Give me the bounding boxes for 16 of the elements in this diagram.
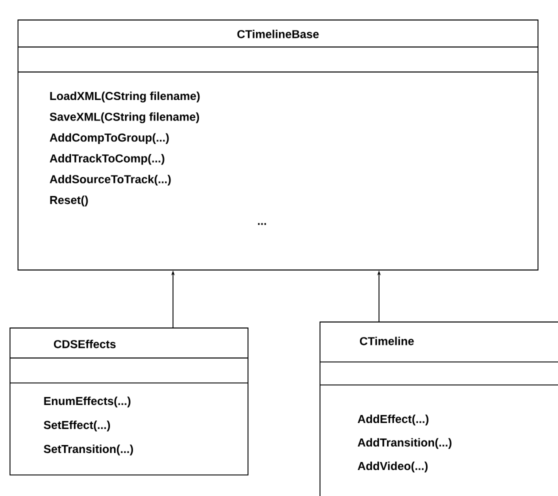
class-name: CTimeline [360,336,414,346]
ellipsis-text: ... [258,223,266,225]
method-text: AddCompToGroup(...) [50,133,169,144]
method-text: AddTrackToComp(...) [50,154,164,165]
class-name: CDSEffects [54,340,116,348]
method-text: AddEffect(...) [358,414,428,426]
method-text: SaveXML(CString filename) [50,112,200,124]
method-text: SetTransition(...) [44,444,133,456]
class-name: CTimelineBase [237,30,319,38]
method-text: AddTransition(...) [358,438,452,449]
method-text: LoadXML(CString filename) [50,92,200,102]
method-text: EnumEffects(...) [44,396,130,408]
method-text: AddSourceToTrack(...) [50,174,171,186]
method-text: Reset() [50,196,88,206]
method-text: SetEffect(...) [44,420,110,432]
method-text: AddVideo(...) [358,462,428,472]
